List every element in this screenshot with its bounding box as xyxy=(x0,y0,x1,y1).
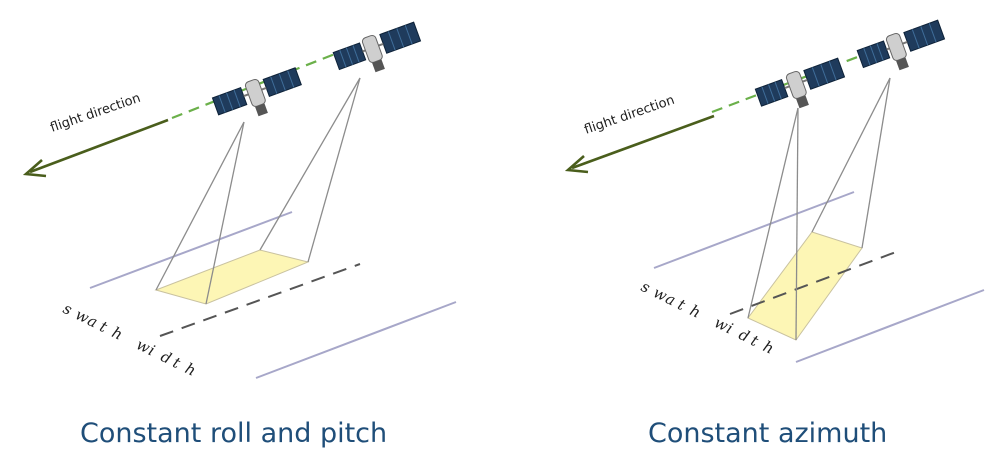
swath-width-letter: s xyxy=(60,299,75,319)
swath-border-line xyxy=(89,211,293,289)
satellite-icon xyxy=(754,57,846,109)
flight-direction-label: flight direction xyxy=(582,93,676,138)
satellite-icon xyxy=(211,67,302,117)
flight-direction-label: flight direction xyxy=(48,91,142,136)
swath-border-line xyxy=(255,301,457,379)
swath-width-letter: s xyxy=(638,277,653,297)
satellite-icon xyxy=(332,21,422,73)
diagram-constant-azimuth: flight direction xyxy=(564,19,985,363)
swath-width-letter: t xyxy=(675,295,689,314)
caption-constant-roll-and-pitch: Constant roll and pitch xyxy=(80,418,388,449)
sensor-beams xyxy=(747,77,891,341)
sensor-beams xyxy=(155,77,361,305)
swath-width-letter: h xyxy=(687,301,703,321)
swath-width-letter: t xyxy=(748,331,762,350)
swath-width-letter: h xyxy=(182,359,198,379)
nadir-track xyxy=(159,263,361,337)
orbit-path xyxy=(711,48,877,114)
swath-width-letter: t xyxy=(170,353,184,372)
nadir-track xyxy=(729,251,897,315)
swath-border-line xyxy=(653,191,855,269)
swath-width-letter: h xyxy=(760,337,776,357)
panel-constant-roll-and-pitch: flight direction xyxy=(22,21,457,449)
caption-constant-azimuth: Constant azimuth xyxy=(648,418,888,449)
flight-direction-arrow xyxy=(22,118,169,178)
swath-footprint xyxy=(154,249,310,305)
panel-constant-azimuth: flight direction xyxy=(494,0,987,458)
swath-width-letter: h xyxy=(109,323,125,343)
swath-width-letter: t xyxy=(97,317,111,336)
swath-border-line xyxy=(795,289,985,363)
satellite-icon xyxy=(856,19,946,71)
flight-direction-arrow xyxy=(564,114,715,174)
diagram-constant-roll-and-pitch: flight direction xyxy=(22,21,457,380)
